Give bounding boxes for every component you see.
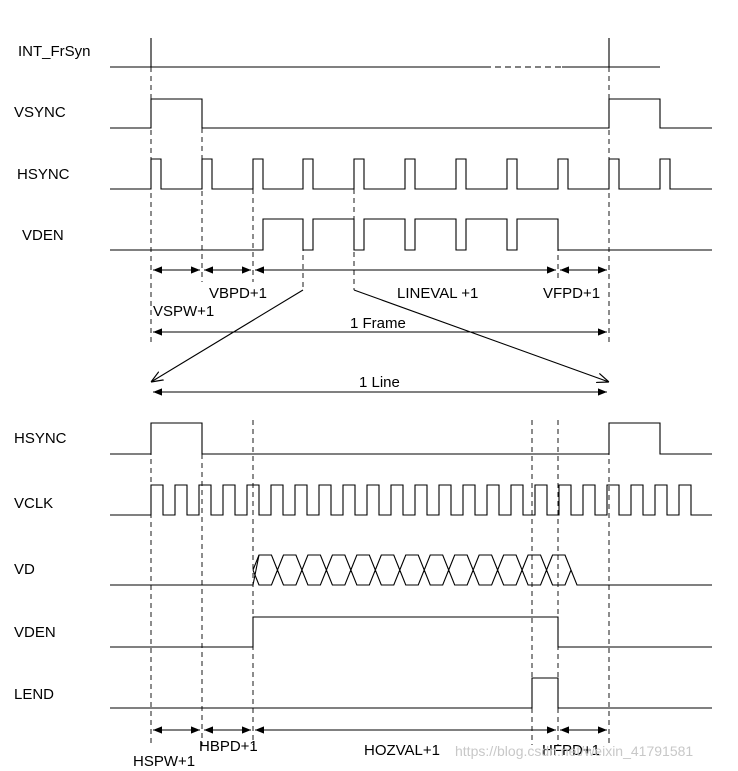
signal-label-hsync-top: HSYNC — [17, 166, 70, 183]
signal-label-vclk: VCLK — [14, 495, 53, 512]
label-hfpd: HFPD+1 — [542, 742, 600, 759]
signal-label-vsync: VSYNC — [14, 104, 66, 121]
label-vspw: VSPW+1 — [153, 303, 214, 320]
label-vfpd: VFPD+1 — [543, 285, 600, 302]
label-hbpd: HBPD+1 — [199, 738, 258, 755]
signal-label-vden-top: VDEN — [22, 227, 64, 244]
top-guide-lines — [150, 67, 610, 342]
waveform-vd — [110, 554, 712, 586]
bottom-guide-lines — [150, 420, 610, 745]
signal-label-vd: VD — [14, 561, 35, 578]
waveform-vden-top — [110, 218, 712, 251]
signal-label-lend: LEND — [14, 686, 54, 703]
label-lineval: LINEVAL +1 — [397, 285, 478, 302]
waveform-hsync-bottom — [110, 422, 712, 455]
waveform-hsync-top — [110, 158, 712, 190]
zoom-line-left — [151, 289, 304, 382]
signal-label-int-frsyn: INT_FrSyn — [18, 43, 91, 60]
signal-label-hsync-bottom: HSYNC — [14, 430, 67, 447]
label-1-line: 1 Line — [359, 374, 400, 391]
label-vbpd: VBPD+1 — [209, 285, 267, 302]
waveform-lend — [110, 677, 712, 709]
watermark-text: https://blog.csdn.net/weixin_41791581 — [455, 743, 693, 759]
label-hozval: HOZVAL+1 — [364, 742, 440, 759]
zoom-line-right — [353, 289, 609, 382]
label-1-frame: 1 Frame — [350, 315, 406, 332]
signal-label-vden-bottom: VDEN — [14, 624, 56, 641]
waveform-vclk — [110, 484, 712, 516]
label-hspw: HSPW+1 — [133, 753, 195, 770]
waveform-vsync — [110, 98, 712, 129]
vd-data-crossings — [252, 554, 572, 586]
waveform-int-frsyn — [110, 38, 660, 68]
vd-idle-line — [110, 554, 712, 586]
waveform-vden-bottom — [110, 616, 712, 648]
